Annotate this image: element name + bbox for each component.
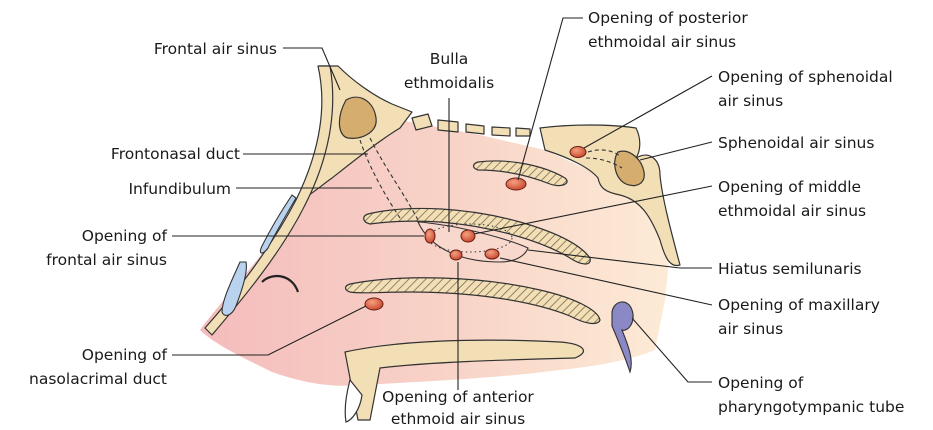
- opening-sphenoidal: [570, 147, 586, 158]
- label-sphenoidal-opening-1: Opening of sphenoidal: [718, 68, 893, 86]
- label-sphenoidal-opening-2: air sinus: [718, 92, 783, 110]
- opening-anterior-ethmoid: [450, 250, 462, 260]
- opening-middle-ethmoid: [461, 230, 475, 242]
- label-bulla-2: ethmoidalis: [404, 74, 494, 92]
- label-bulla-1: Bulla: [430, 50, 469, 68]
- label-sphenoidal-sinus: Sphenoidal air sinus: [718, 134, 874, 152]
- label-opening-nasolacrimal-2: nasolacrimal duct: [29, 370, 167, 388]
- label-pharyngo-2: pharyngotympanic tube: [718, 398, 904, 416]
- label-opening-nasolacrimal-1: Opening of: [82, 346, 168, 364]
- opening-maxillary: [485, 249, 499, 259]
- label-infundibulum: Infundibulum: [128, 180, 231, 198]
- opening-frontal: [425, 229, 435, 243]
- label-middle-2: ethmoidal air sinus: [718, 202, 866, 220]
- label-opening-frontal-1: Opening of: [82, 227, 168, 245]
- label-frontonasal-duct: Frontonasal duct: [111, 145, 240, 163]
- label-hiatus: Hiatus semilunaris: [718, 260, 862, 278]
- label-maxillary-1: Opening of maxillary: [718, 296, 880, 314]
- label-anterior-1: Opening of anterior: [382, 388, 534, 406]
- opening-posterior-ethmoid: [506, 178, 526, 190]
- label-middle-1: Opening of middle: [718, 178, 861, 196]
- label-anterior-2: ethmoid air sinus: [391, 410, 525, 428]
- label-pharyngo-1: Opening of: [718, 374, 804, 392]
- label-posterior-1: Opening of posterior: [588, 9, 748, 27]
- opening-nasolacrimal: [365, 298, 383, 310]
- label-maxillary-2: air sinus: [718, 320, 783, 338]
- label-opening-frontal-2: frontal air sinus: [46, 251, 167, 269]
- label-frontal-air-sinus: Frontal air sinus: [154, 40, 277, 58]
- label-posterior-2: ethmoidal air sinus: [588, 33, 736, 51]
